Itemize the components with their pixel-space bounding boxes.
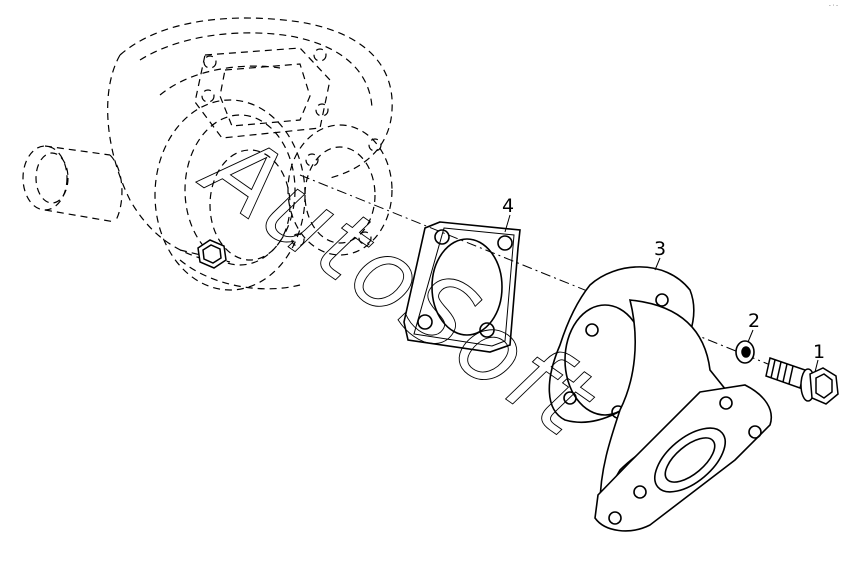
washer xyxy=(735,340,755,364)
corner-mark: -·- xyxy=(828,2,839,9)
gasket xyxy=(403,221,521,353)
turbo-mounting-nut xyxy=(197,239,227,269)
callout-3-elbow: 3 xyxy=(654,238,667,260)
outlet-elbow xyxy=(548,266,772,532)
callout-leaders xyxy=(504,214,819,373)
assembly-centerline xyxy=(299,174,821,386)
callout-1-bolt: 1 xyxy=(813,341,826,363)
callout-4-gasket: 4 xyxy=(502,195,515,217)
turbocharger-outline xyxy=(22,17,393,291)
callout-2-washer: 2 xyxy=(748,310,761,332)
bolt xyxy=(765,357,839,405)
watermark: AutoSoft xyxy=(182,109,616,460)
